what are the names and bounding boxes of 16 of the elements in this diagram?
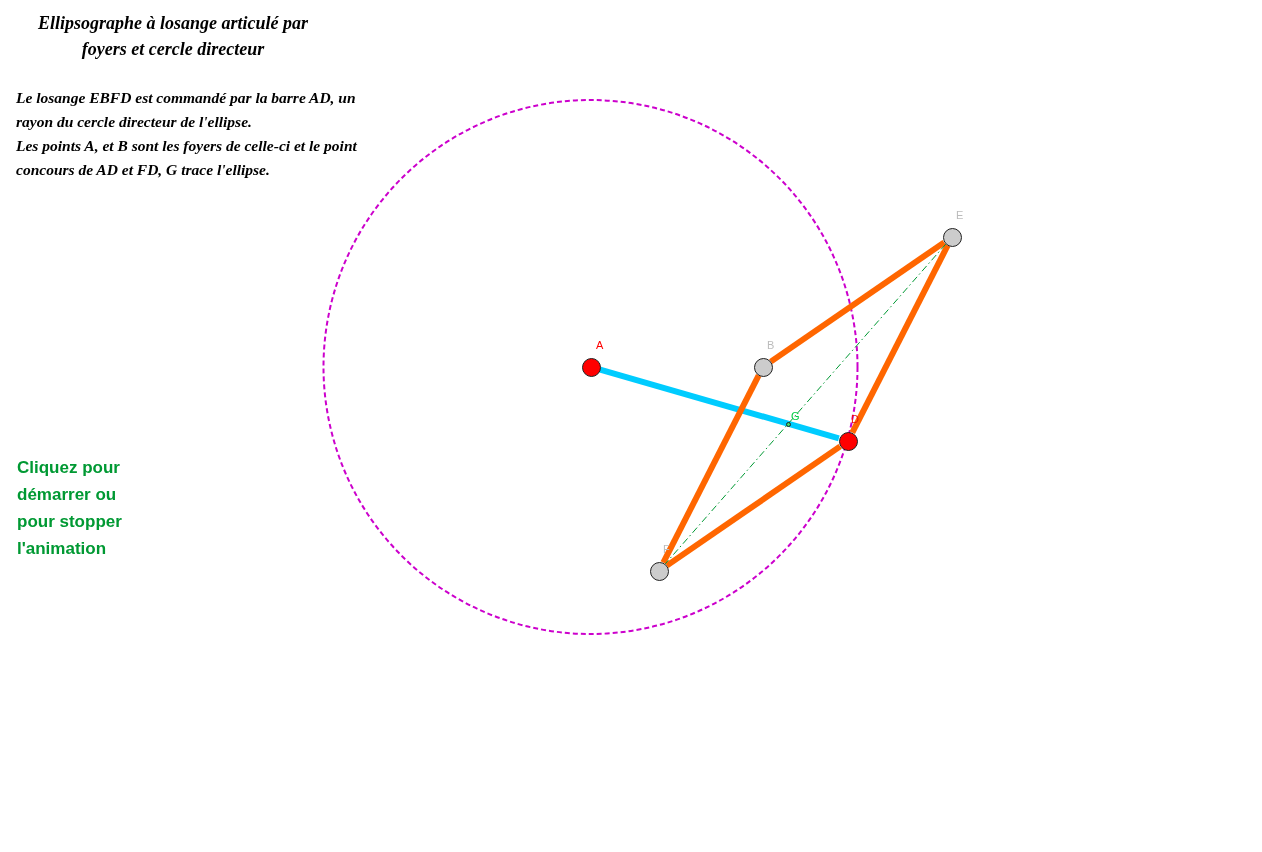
bar-linkage: [660, 374, 762, 564]
description-text: Les points A, et B sont les foyers de celle-ci et le point concours de AD et FD, G trace l'ellipse.: [16, 136, 358, 180]
point-label: A: [596, 339, 604, 351]
bar-linkage: [599, 366, 840, 442]
point-label: F: [663, 543, 670, 555]
bar-linkage: [665, 443, 842, 569]
point-label: D: [851, 413, 859, 425]
diagonal-line: [664, 243, 947, 565]
animation-toggle-text: Cliquez pour démarrer ou pour stopper l'animation: [17, 457, 123, 560]
title: Ellipsographe à losange articulé par foyers et cercle directeur: [37, 12, 309, 61]
bar-linkage: [849, 244, 951, 434]
point-label: B: [767, 339, 775, 351]
bar-linkage: [769, 239, 946, 365]
description-text: Le losange EBFD est commandé par la barre AD, un rayon du cercle directeur de l'ellipse.: [16, 88, 357, 132]
point-label: E: [956, 209, 964, 221]
point-label: G: [791, 410, 800, 422]
